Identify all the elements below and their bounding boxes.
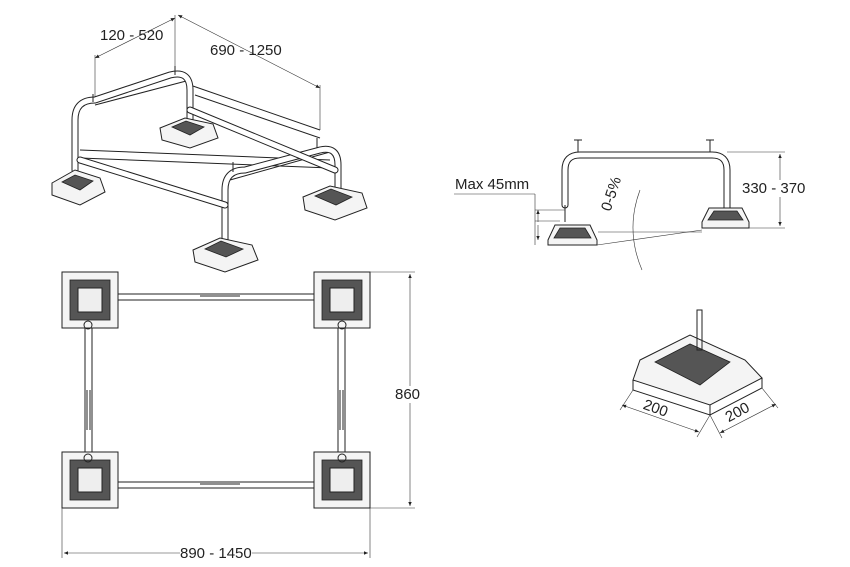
depth-label: 860: [395, 386, 421, 403]
height-range-label: 330 - 370: [742, 180, 806, 197]
width-range-label: 120 - 520: [100, 27, 164, 44]
top-view: [61, 271, 415, 558]
foot-iso-4: [192, 237, 259, 273]
side-view: [454, 139, 785, 271]
foot-detail: [619, 309, 779, 439]
width-label: 890 - 1450: [180, 545, 252, 562]
foot-side-right: [701, 207, 750, 229]
foot-side-left: [547, 224, 598, 246]
foot-top-tl: [61, 271, 119, 329]
foot-top-tr: [313, 271, 371, 329]
foot-top-bl: [61, 451, 119, 509]
foot-top-br: [313, 451, 371, 509]
foot-iso-3: [302, 185, 368, 221]
isometric-view: [51, 14, 368, 273]
length-range-label: 690 - 1250: [210, 42, 282, 59]
foot-iso-2: [159, 117, 219, 149]
max-height-label: Max 45mm: [455, 176, 530, 193]
foot-iso-1: [51, 169, 106, 206]
